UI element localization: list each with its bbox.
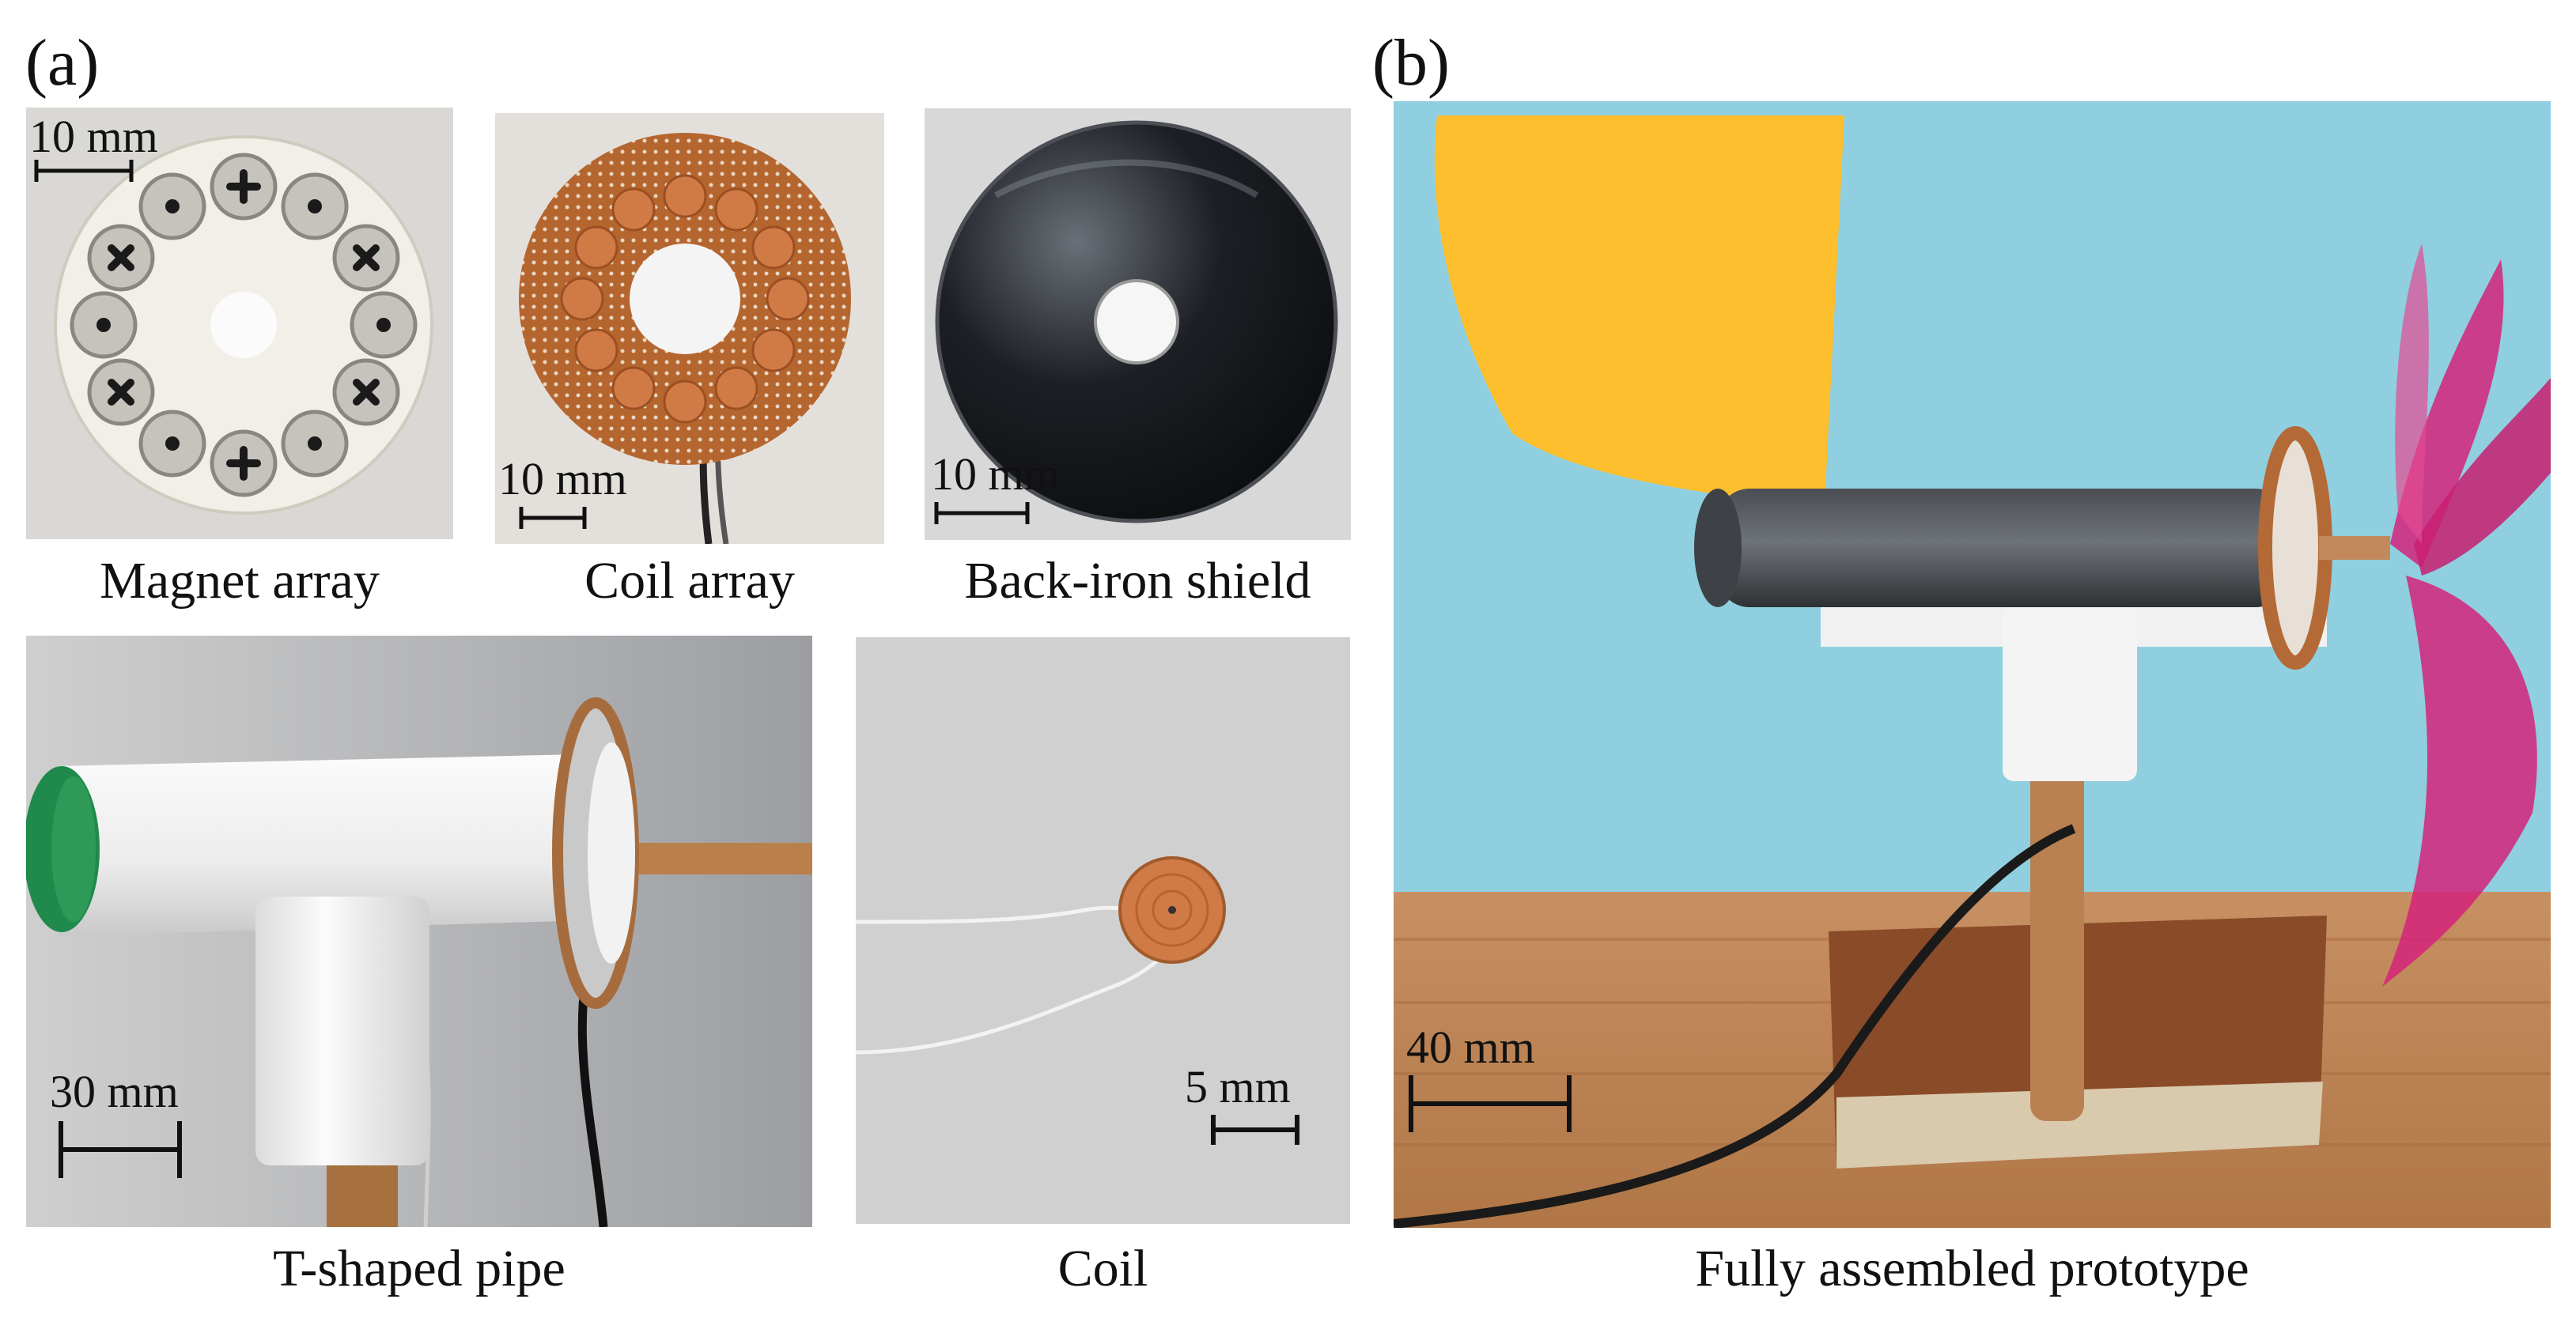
magnet-array-caption: Magnet array: [100, 552, 380, 610]
t-pipe-scale-label: 30 mm: [50, 1066, 179, 1117]
magnet-array-scale-label: 10 mm: [29, 111, 158, 162]
prototype-scale-bar: [1409, 1075, 1572, 1132]
prototype-scale-label: 40 mm: [1406, 1021, 1535, 1073]
coil-array-image: [495, 113, 884, 544]
coil-array-scale-bar: [519, 507, 587, 529]
prototype-photo: 40 mm: [1394, 101, 2551, 1228]
coil-photo: 5 mm: [856, 637, 1350, 1224]
magnet-array-scale-bar: [34, 160, 134, 182]
coil-array-scale-label: 10 mm: [498, 453, 627, 504]
prototype-caption: Fully assembled prototype: [1695, 1240, 2249, 1297]
t-pipe-caption: T-shaped pipe: [273, 1240, 566, 1297]
panel-label-a: (a): [25, 26, 100, 100]
panel-label-b: (b): [1372, 26, 1450, 100]
back-iron-scale-label: 10 mm: [931, 448, 1060, 500]
back-iron-scale-bar: [934, 502, 1030, 524]
coil-array-photo: 10 mm: [495, 113, 884, 544]
coil-scale-label: 5 mm: [1185, 1061, 1291, 1112]
coil-array-caption: Coil array: [584, 552, 795, 610]
back-iron-photo: 10 mm: [925, 108, 1351, 540]
t-pipe-photo: 30 mm: [26, 636, 812, 1227]
magnet-array-image: [26, 108, 453, 539]
back-iron-image: [925, 108, 1351, 540]
back-iron-caption: Back-iron shield: [964, 552, 1311, 610]
prototype-image: [1394, 101, 2551, 1228]
coil-caption: Coil: [1057, 1240, 1148, 1297]
coil-scale-bar: [1211, 1115, 1299, 1145]
t-pipe-image: [26, 636, 812, 1227]
magnet-array-photo: 10 mm: [26, 108, 453, 539]
coil-image: [856, 637, 1350, 1224]
t-pipe-scale-bar: [59, 1121, 182, 1178]
